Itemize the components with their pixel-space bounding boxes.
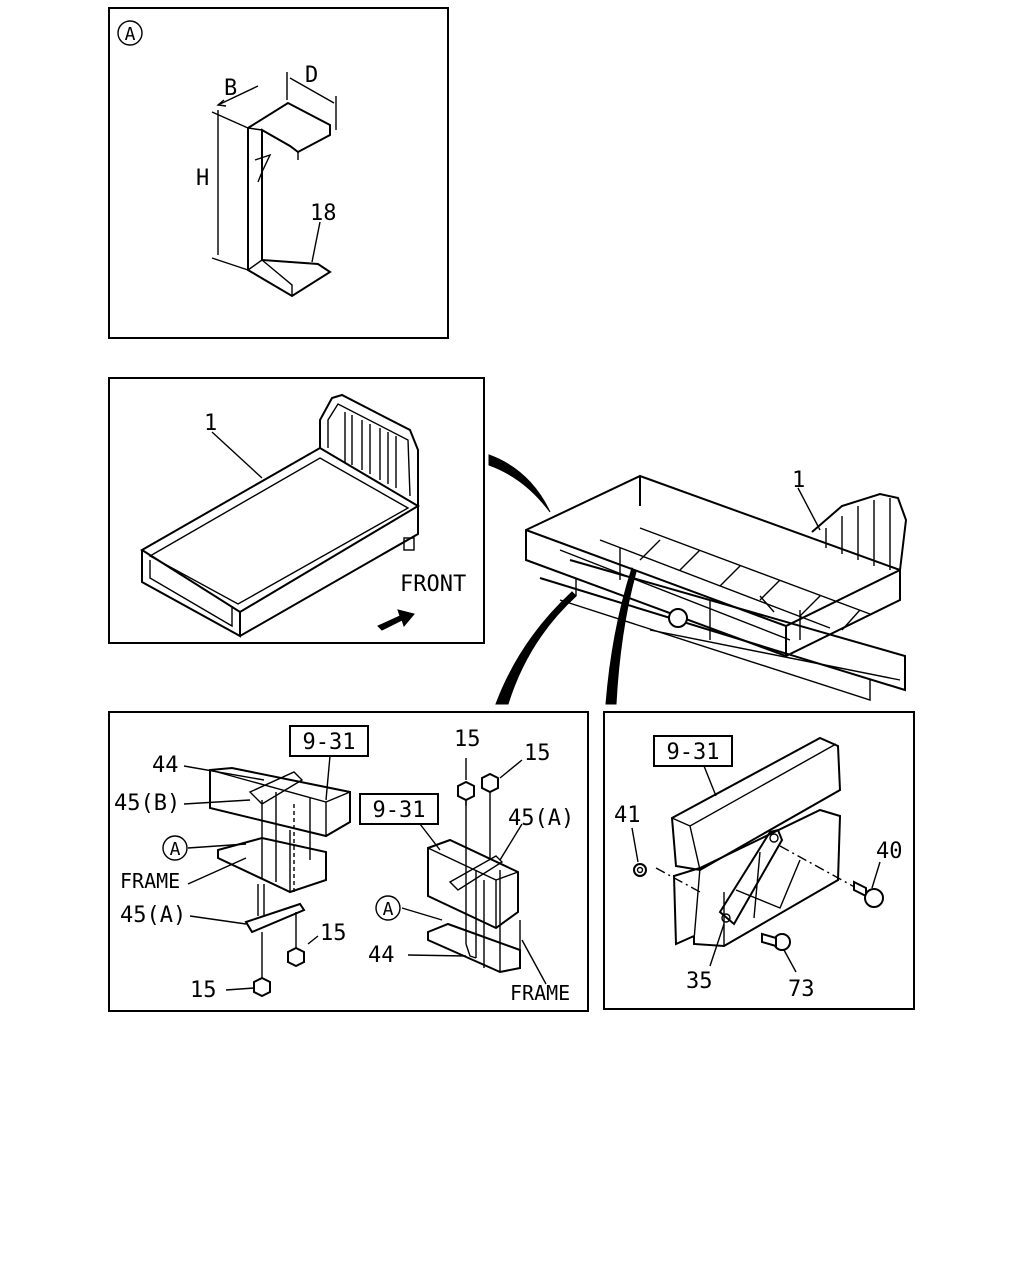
ref-box-9-31-left: 9-31: [289, 725, 369, 801]
callout-swoosh-top: [488, 454, 551, 513]
left-mount-drawing: [209, 766, 351, 998]
overview-drawing: [525, 474, 908, 701]
body-part-1-label: 1: [204, 411, 217, 436]
marker-a-left-label: A: [170, 839, 181, 860]
part-18-label: 18: [310, 201, 337, 226]
front-label: FRONT: [400, 572, 466, 597]
callout-swoosh-right: [605, 567, 637, 705]
ref-box-9-31-mount-right: 9-31: [653, 735, 733, 797]
detail-marker-a-label: A: [125, 24, 136, 45]
right-mount-drawing: [427, 772, 521, 974]
dim-h-label: H: [196, 166, 209, 191]
marker-a-right-label: A: [383, 899, 394, 920]
ref-box-9-31-right: 9-31: [359, 793, 441, 851]
dim-b-label: B: [224, 76, 237, 101]
dim-d-label: D: [305, 63, 318, 88]
mount-panel-right: 9-31 41 40 35 73: [603, 711, 915, 1010]
frame-left-label: FRAME: [120, 869, 180, 893]
body-panel: 1 FRONT: [108, 377, 485, 644]
part-45a-right-label: 45(A): [508, 806, 574, 831]
part-35-label: 35: [686, 969, 713, 994]
detail-panel-a: A B D H 18: [108, 7, 449, 339]
marker-a-left: A: [162, 835, 188, 861]
callout-swoosh-left: [495, 591, 577, 705]
ref-box-9-31-right-label: 9-31: [373, 798, 426, 823]
mount-panel-left: 9-31 9-31 44 45(B) A FRAME 45(A) 15: [108, 711, 589, 1012]
part-45a-left-label: 45(A): [120, 903, 186, 928]
part-15-mid-label: 15: [320, 921, 347, 946]
bracket-18-drawing: [211, 72, 337, 298]
part-15-top-right-label: 15: [524, 741, 551, 766]
truck-body-drawing: [140, 393, 420, 638]
part-44-top-label: 44: [152, 753, 179, 778]
right-panel-drawing: [633, 736, 884, 951]
part-15-top-left-label: 15: [454, 727, 481, 752]
part-73-label: 73: [788, 977, 815, 1002]
part-45b-label: 45(B): [114, 791, 180, 816]
part-15-bottom-label: 15: [190, 978, 217, 1003]
overview-part-1-label: 1: [792, 468, 805, 493]
front-arrow-icon: [377, 609, 415, 631]
ref-box-9-31-mount-right-label: 9-31: [667, 740, 720, 765]
ref-box-9-31-left-label: 9-31: [303, 730, 356, 755]
part-40-label: 40: [876, 839, 903, 864]
part-44-right-label: 44: [368, 943, 395, 968]
detail-marker-a: A: [117, 20, 143, 46]
part-41-label: 41: [614, 803, 641, 828]
frame-right-label: FRAME: [510, 981, 570, 1005]
marker-a-right: A: [375, 895, 401, 921]
